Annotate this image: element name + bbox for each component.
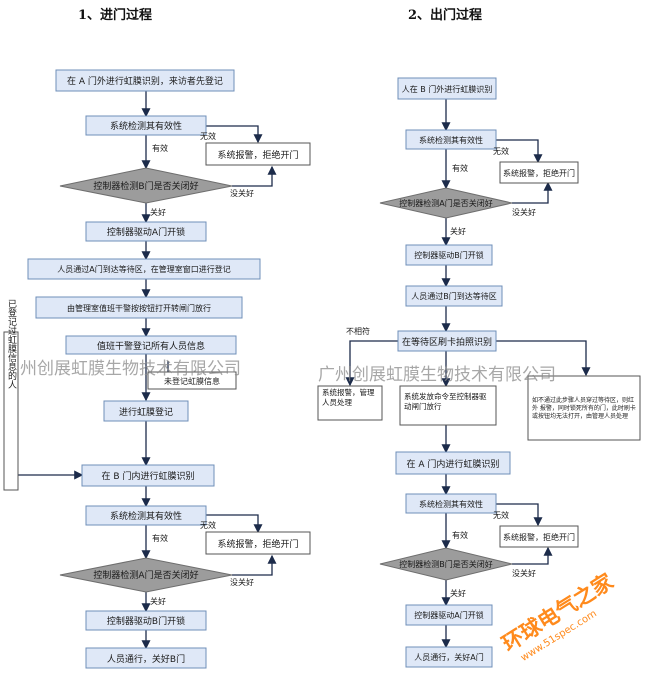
exit-check-b-diamond: [379, 547, 513, 581]
enter-flow: 在 A 门外进行虹膜识别，来访者先登记 系统检测其有效性 无效 有效 系统报警，…: [3, 69, 311, 669]
validity-label-2: 系统检测其有效性: [110, 510, 182, 522]
alarm-label-1: 系统报警，拒绝开门: [217, 149, 298, 161]
through-b-box: [405, 285, 503, 307]
validity-box-2: [85, 505, 207, 526]
valid-label-2: 有效: [152, 533, 168, 543]
exit-alarm-label-1: 系统报警，拒绝开门: [503, 168, 575, 178]
illegal-pass-label: 如不通过此步骤人员穿过等待区，则红外 报警，同时锁死所有的门，此时刷卡或按钮均无…: [532, 396, 636, 420]
mismatch-label: 不相符: [346, 326, 370, 336]
valid-label-1: 有效: [152, 143, 168, 153]
site-logo: 环球电气之家 www.51spec.com: [498, 569, 618, 664]
exit-check-a-label: 控制器检测A门是否关闭好: [399, 198, 492, 208]
guard-open-box: [35, 296, 243, 319]
through-b-label: 人员通过B门到达等待区: [411, 291, 497, 301]
logo-name: 环球电气之家: [498, 569, 618, 657]
iris-b-outside-label: 人在 B 门外进行虹膜识别: [402, 84, 493, 94]
exit-open-b-box: [405, 244, 493, 266]
watermark-right: 广州创展虹膜生物技术有限公司: [318, 365, 556, 385]
check-a-diamond: [59, 557, 233, 593]
exit-check-a-diamond: [379, 187, 513, 219]
registered-side-box: [3, 331, 19, 491]
exit-validity-box-2: [405, 493, 497, 514]
check-b-label: 控制器检测B门是否关闭好: [93, 180, 198, 192]
not-registered-label: 未登记虹膜信息: [164, 376, 220, 386]
watermark-left: 州创展虹膜生物技术有限公司: [20, 359, 241, 379]
invalid-label-2: 无效: [200, 520, 216, 530]
exit-valid-label-1: 有效: [452, 163, 468, 173]
open-a-box: [85, 221, 207, 242]
iris-a-inside-box: [395, 451, 511, 475]
exit-pass-close-a-box: [405, 646, 493, 668]
pass-close-b-label: 人员通行，关好B门: [107, 653, 185, 665]
exit-open-a-label: 控制器驱动A门开锁: [414, 610, 483, 620]
pass-close-b-box: [85, 647, 207, 669]
iris-a-inside-label: 在 A 门内进行虹膜识别: [407, 458, 500, 470]
exit-valid-label-2: 有效: [452, 530, 468, 540]
release-gate-box: [399, 385, 497, 426]
exit-check-b-label: 控制器检测B门是否关闭好: [399, 559, 493, 569]
guard-register-box: [65, 335, 237, 355]
through-a-box: [27, 258, 261, 280]
alarm-manage-label: 系统报警，管理人员处理: [322, 387, 375, 407]
illegal-pass-box: [527, 375, 641, 441]
exit-open-a-box: [405, 604, 493, 626]
exit-invalid-label-2: 无效: [493, 510, 509, 520]
exit-invalid-label-1: 无效: [493, 146, 509, 156]
iris-register-label: 进行虹膜登记: [119, 406, 173, 418]
exit-validity-label-1: 系统检测其有效性: [419, 135, 483, 145]
exit-pass-close-a-label: 人员通行，关好A门: [414, 652, 483, 662]
exit-alarm-box-2: [499, 525, 579, 548]
check-a-label: 控制器检测A门是否关闭好: [93, 569, 198, 581]
exit-open-b-label: 控制器驱动B门开锁: [414, 250, 484, 260]
iris-a-outside-label: 在 A 门外进行虹膜识别，来访者先登记: [67, 75, 223, 87]
alarm-box-1: [205, 142, 311, 166]
exit-validity-box-1: [405, 129, 497, 150]
validity-box-1: [85, 115, 207, 136]
iris-a-outside-box: [55, 69, 235, 92]
release-gate-label: 系统发放命令至控制器驱动闸门放行: [404, 391, 487, 411]
exit-not-closed-label-1: 没关好: [512, 207, 536, 217]
exit-alarm-box-1: [499, 161, 579, 184]
exit-closed-label-1: 关好: [450, 226, 466, 236]
check-b-diamond: [59, 167, 233, 204]
validity-label-1: 系统检测其有效性: [110, 120, 182, 132]
open-b-box: [85, 610, 207, 631]
not-closed-label-2: 没关好: [230, 577, 254, 587]
iris-register-box: [103, 400, 189, 422]
exit-closed-label-2: 关好: [450, 588, 466, 598]
enter-title: 1、进门过程: [78, 8, 153, 23]
guard-open-label: 由管理室值班干警按按钮打开转闸门放行: [67, 303, 211, 313]
iris-b-inside-box: [81, 464, 215, 487]
through-a-label: 人员通过A门到达等待区，在管理室窗口进行登记: [57, 264, 230, 274]
exit-title: 2、出门过程: [408, 8, 483, 23]
swipe-photo-label: 在等待区刷卡拍照识别: [402, 336, 492, 348]
exit-validity-label-2: 系统检测其有效性: [419, 499, 483, 509]
closed-label-1: 关好: [150, 207, 166, 217]
alarm-label-2: 系统报警，拒绝开门: [217, 538, 298, 550]
registered-side-label: 已登记过虹膜信息的人: [6, 299, 17, 389]
closed-label-2: 关好: [150, 596, 166, 606]
alarm-box-2: [205, 531, 311, 555]
invalid-label-1: 无效: [200, 131, 216, 141]
alarm-manage-box: [317, 385, 383, 421]
exit-alarm-label-2: 系统报警，拒绝开门: [503, 532, 575, 542]
iris-b-outside-box: [397, 77, 497, 100]
open-b-label: 控制器驱动B门开锁: [107, 615, 185, 627]
not-closed-label-1: 没关好: [230, 188, 254, 198]
exit-not-closed-label-2: 没关好: [512, 568, 536, 578]
not-registered-box: [147, 371, 237, 390]
iris-b-inside-label: 在 B 门内进行虹膜识别: [102, 470, 195, 482]
open-a-label: 控制器驱动A门开锁: [107, 226, 185, 238]
guard-register-label: 值班干警登记所有人员信息: [97, 340, 205, 352]
exit-flow: 人在 B 门外进行虹膜识别 系统检测其有效性 无效 有效 系统报警，拒绝开门 控…: [317, 77, 641, 668]
swipe-photo-box: [397, 330, 497, 352]
